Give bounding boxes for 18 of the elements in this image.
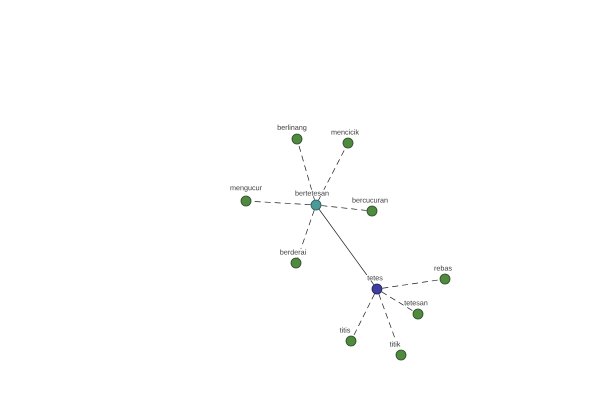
connector-line [321,205,367,211]
connector-line [382,279,440,289]
node-dot [372,284,382,294]
node-dot [366,206,378,216]
node-dot [292,134,302,144]
node-dot [342,138,354,148]
node-dot [346,336,356,346]
connector-line [381,291,414,312]
node-dot [290,258,302,268]
connector-line [297,210,315,258]
node-dot [310,200,322,210]
connector-line [298,144,315,200]
node-dot [396,350,406,360]
connector-line [353,293,375,337]
node-dot [440,274,450,284]
node-dot [240,196,252,206]
node-dot [412,308,424,320]
connector-line [318,209,374,285]
